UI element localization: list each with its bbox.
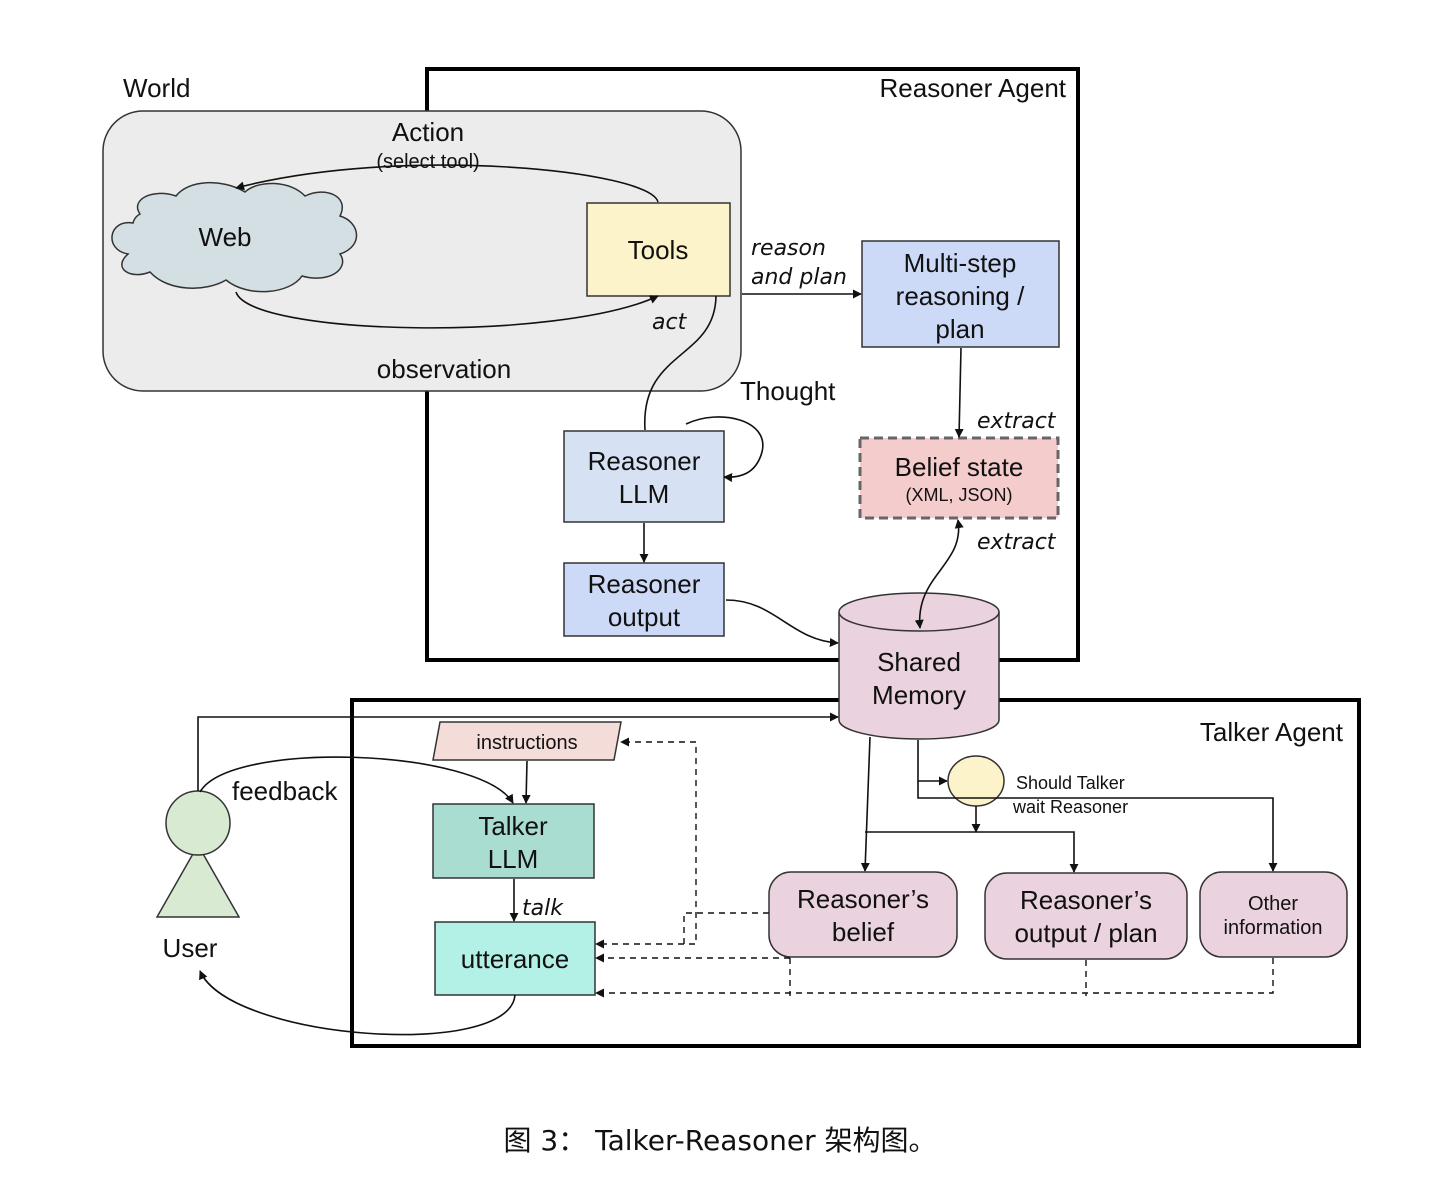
observation-label: observation [377, 354, 511, 384]
reasoners-belief-line-2: belief [832, 917, 895, 947]
memory-to-belief-info-edge [860, 736, 871, 872]
instructions-to-talker-edge [521, 760, 531, 804]
feedback-label: feedback [232, 776, 339, 806]
reasoner-output-line-1: Reasoner [588, 569, 701, 599]
reasoner-to-tools-edge [644, 295, 717, 431]
thought-loop-edge [685, 416, 764, 482]
shared-memory-line-1: Shared [877, 647, 961, 677]
talk-label: talk [522, 896, 564, 921]
reasoner-llm-line-1: Reasoner [588, 446, 701, 476]
figure-caption: 图 3： Talker-Reasoner 架构图。 [504, 1124, 937, 1157]
reasoner-llm-line-2: LLM [619, 479, 670, 509]
info-to-utterance-dashed-3 [595, 958, 1274, 998]
user-label: User [163, 933, 218, 963]
branch-to-output-plan-edge [865, 831, 1079, 873]
multistep-reasoning-box [861, 240, 1060, 348]
belief-to-instructions-dashed [620, 737, 769, 945]
info-to-utterance-dashed-1 [596, 958, 791, 996]
reasoners-output-plan-line-1: Reasoner’s [1020, 885, 1152, 915]
should-wait-line-1: Should Talker [1016, 773, 1125, 793]
instructions-label: instructions [476, 732, 577, 754]
should-wait-line-2: wait Reasoner [1012, 797, 1128, 817]
talker-llm-line-1: Talker [478, 811, 548, 841]
reasoners-belief-line-1: Reasoner’s [797, 884, 929, 914]
user-body [155, 843, 241, 918]
talker-llm-box [432, 803, 595, 879]
reasoners-belief-box [768, 871, 958, 958]
instructions-box [432, 721, 622, 761]
reason-label: reason [751, 236, 826, 261]
web-label: Web [199, 222, 252, 252]
utterance-box [434, 921, 596, 996]
reasoner-llm-box [563, 430, 725, 523]
talker-llm-line-2: LLM [488, 844, 539, 874]
extract-label-2: extract [977, 530, 1057, 555]
multistep-line-1: Multi-step [904, 248, 1017, 278]
reasoner-output-box [563, 562, 725, 637]
and-plan-label: and plan [751, 265, 847, 290]
memory-to-other-edge [917, 781, 1278, 872]
feedback-edge [199, 756, 514, 804]
reasoner-agent-label: Reasoner Agent [880, 73, 1067, 103]
memory-to-wait-edge [917, 740, 948, 786]
other-information-line-1: Other [1248, 893, 1298, 915]
action-sub-label: (select tool) [376, 151, 479, 173]
extract-edge-1 [954, 347, 964, 438]
memory-belief-edge [914, 519, 964, 629]
other-information-box [1199, 871, 1348, 958]
reasoners-output-plan-line-2: output / plan [1014, 918, 1157, 948]
belief-state-label: Belief state [895, 452, 1024, 482]
extract-label-1: extract [977, 409, 1057, 434]
web-cloud [111, 181, 358, 293]
observation-edge [235, 291, 659, 329]
world-label: World [123, 73, 190, 103]
talker-agent-label: Talker Agent [1200, 717, 1344, 747]
output-to-memory-edge [725, 599, 839, 647]
multistep-line-3: plan [935, 314, 984, 344]
user-head [165, 790, 231, 856]
act-label: act [652, 310, 688, 335]
shared-memory-line-2: Memory [872, 680, 966, 710]
action-edge [235, 164, 659, 203]
user-to-memory-edge [197, 712, 839, 791]
thought-label: Thought [740, 376, 836, 406]
reasoner-output-line-2: output [608, 602, 681, 632]
utterance-label: utterance [461, 944, 569, 974]
reasoners-output-plan-box [984, 872, 1188, 960]
multistep-line-2: reasoning / [896, 281, 1025, 311]
action-label: Action [392, 117, 464, 147]
tools-label: Tools [628, 235, 689, 265]
utterance-to-user-edge [199, 970, 516, 1036]
belief-state-box [858, 436, 1060, 520]
other-information-line-2: information [1224, 917, 1323, 939]
belief-state-sub-label: (XML, JSON) [905, 485, 1012, 505]
